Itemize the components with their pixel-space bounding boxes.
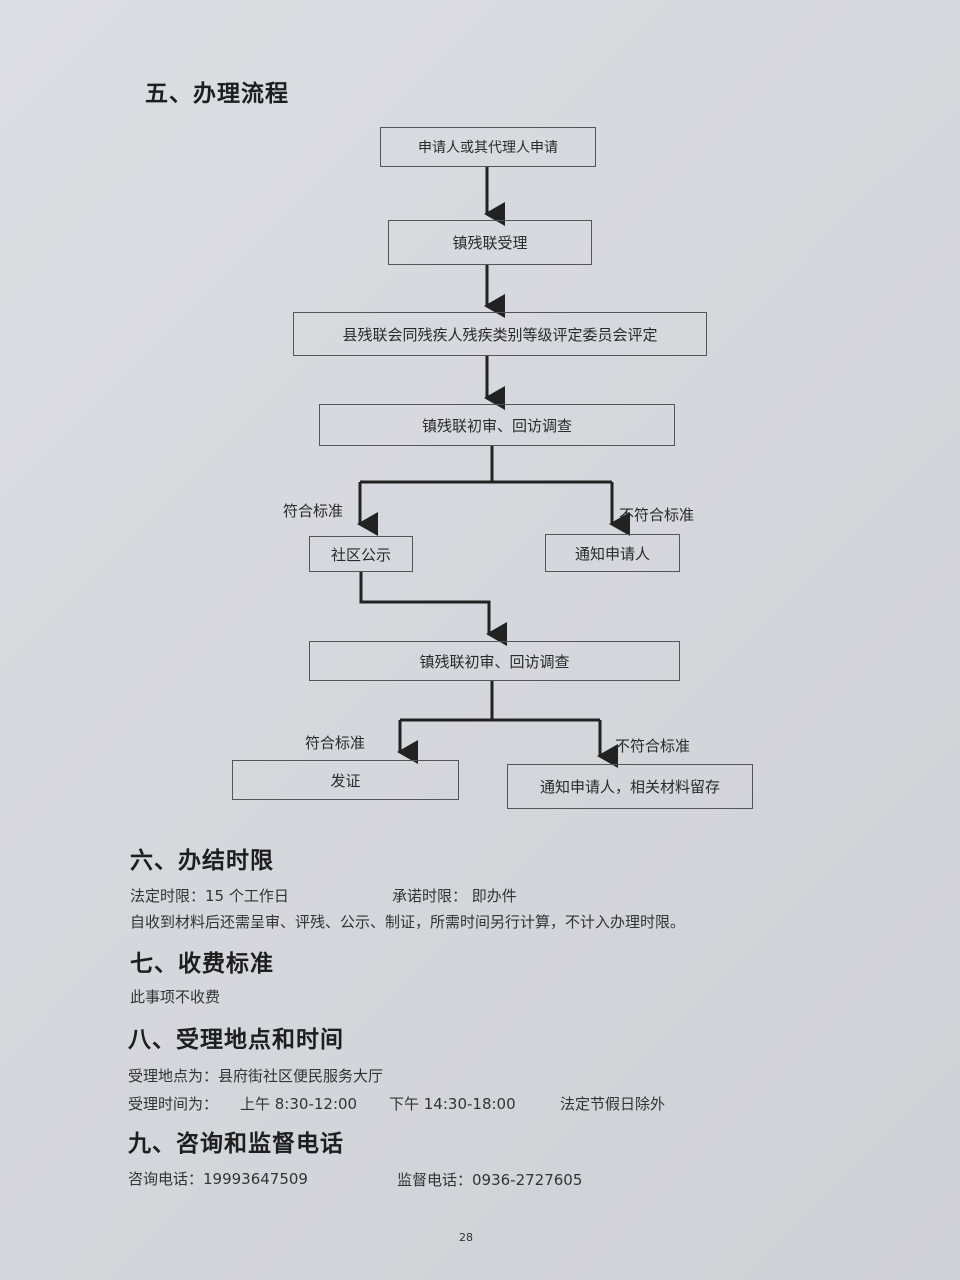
flow-node-issue-certificate: 发证 [232,760,459,800]
flow-label-fail-2: 不符合标准 [615,737,691,755]
flow-label-pass-2: 符合标准 [305,734,366,752]
flow-node-apply: 申请人或其代理人申请 [380,127,596,167]
promise-time-limit: 承诺时限： 即办件 [392,887,517,905]
supervise-phone: 监督电话：0936-2727605 [397,1171,583,1189]
time-limit-note: 自收到材料后还需呈审、评残、公示、制证，所需时间另行计算，不计入办理时限。 [130,913,686,931]
location-holiday: 法定节假日除外 [560,1095,666,1113]
flow-node-notify-applicant: 通知申请人 [545,534,680,572]
flow-node-community-publicity: 社区公示 [309,536,413,572]
location-time-label: 受理时间为： [128,1095,219,1113]
flow-node-town-accept: 镇残联受理 [388,220,592,265]
fee-text: 此事项不收费 [130,988,221,1006]
flow-label-pass-1: 符合标准 [283,502,344,520]
location-place: 受理地点为：县府街社区便民服务大厅 [128,1067,384,1085]
section-title-time-limit: 六、办结时限 [130,848,274,874]
section-title-process: 五、办理流程 [145,81,289,107]
flow-node-notify-retain: 通知申请人，相关材料留存 [507,764,753,809]
location-morning: 上午 8:30-12:00 [240,1095,358,1113]
page-number: 28 [459,1231,473,1244]
consult-phone: 咨询电话：19993647509 [128,1170,308,1188]
section-title-contact: 九、咨询和监督电话 [128,1131,344,1157]
location-afternoon: 下午 14:30-18:00 [389,1095,516,1113]
flow-label-fail-1: 不符合标准 [619,506,695,524]
flow-node-town-review-2: 镇残联初审、回访调查 [309,641,680,681]
flow-node-town-review-1: 镇残联初审、回访调查 [319,404,675,446]
flow-node-county-assess: 县残联会同残疾人残疾类别等级评定委员会评定 [293,312,707,356]
section-title-fee: 七、收费标准 [130,951,274,977]
legal-time-limit: 法定时限：15 个工作日 [130,887,289,905]
section-title-location: 八、受理地点和时间 [128,1027,344,1053]
